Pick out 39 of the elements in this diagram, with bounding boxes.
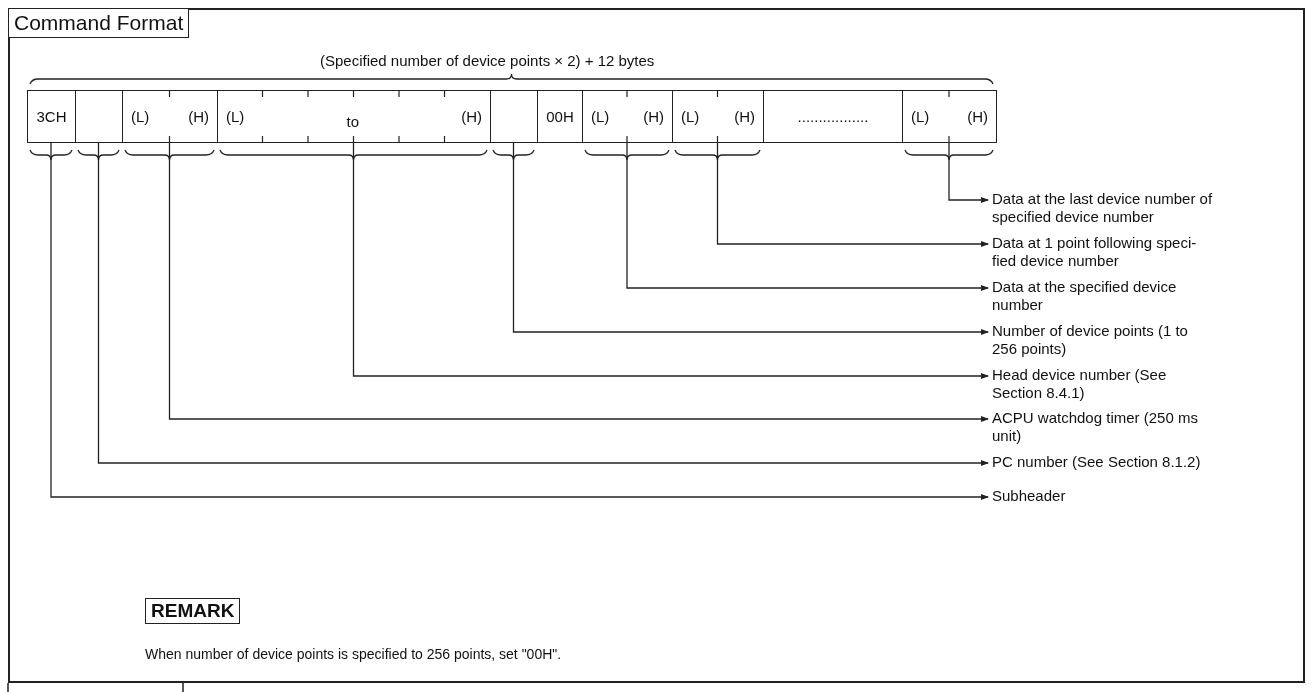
- field-text: (L): [591, 108, 610, 125]
- leader-arrow: [168, 142, 989, 422]
- section-heading: Command Format: [8, 8, 190, 38]
- description-text: PC number (See Section 8.1.2): [992, 453, 1217, 471]
- leader-arrow: [512, 142, 989, 335]
- byte-field: [672, 90, 764, 143]
- leader-arrow: [626, 142, 989, 291]
- byte-field: [582, 90, 673, 143]
- leader-arrow: [352, 142, 989, 379]
- byte-field: [902, 90, 997, 143]
- empty-field: [75, 90, 123, 143]
- byte-field: 00H: [537, 90, 583, 143]
- byte-field: 3CH: [27, 90, 76, 143]
- byte-field: .................: [763, 90, 903, 143]
- remark-heading: REMARK: [145, 598, 241, 624]
- field-text: (H): [643, 108, 664, 125]
- description-text: Data at the specified device number: [992, 278, 1217, 314]
- dimension-label: (Specified number of device points × 2) + 12 bytes: [320, 52, 655, 69]
- description-text: Data at the last device number of specified device number: [992, 190, 1217, 226]
- field-text: (L): [131, 108, 150, 125]
- leader-arrow: [948, 142, 989, 203]
- description-text: Subheader: [992, 487, 1217, 505]
- byte-field: [122, 90, 218, 143]
- field-text: (H): [967, 108, 988, 125]
- field-text: (L): [681, 108, 700, 125]
- byte-field: [217, 90, 491, 143]
- remark-note: When number of device points is specified to 256 points, set "00H".: [145, 646, 562, 662]
- field-text: to: [346, 113, 359, 130]
- field-text: (H): [188, 108, 209, 125]
- field-text: (L): [226, 108, 245, 125]
- field-text: (L): [911, 108, 930, 125]
- description-text: Head device number (See Section 8.4.1): [992, 366, 1217, 402]
- description-text: Number of device points (1 to 256 points): [992, 322, 1217, 358]
- field-text: (H): [734, 108, 755, 125]
- leader-arrow: [716, 142, 989, 247]
- description-text: ACPU watchdog timer (250 ms unit): [992, 409, 1217, 445]
- field-text: (H): [461, 108, 482, 125]
- empty-field: [490, 90, 538, 143]
- description-text: Data at 1 point following speci-fied device number: [992, 234, 1217, 270]
